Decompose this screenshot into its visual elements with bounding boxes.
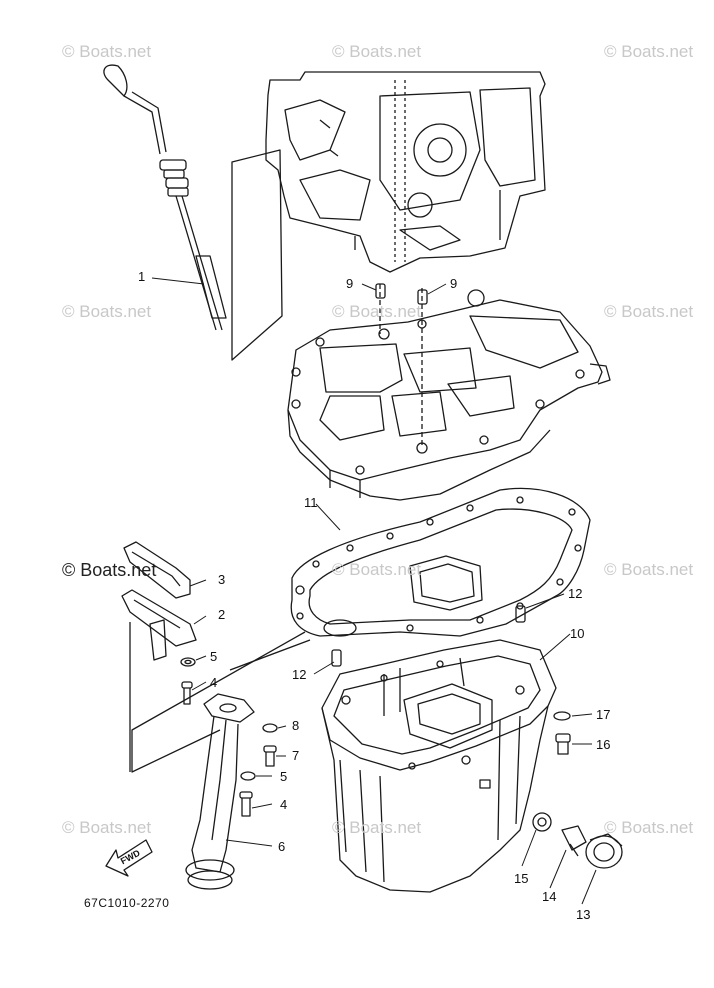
callout-15: 15	[514, 871, 529, 886]
watermark: © Boats.net	[604, 302, 694, 321]
watermark: © Boats.net	[604, 42, 694, 61]
callout-5: 5	[280, 769, 288, 784]
callout-17: 17	[596, 707, 611, 722]
leader-lines	[129, 149, 423, 773]
oil-strainer	[185, 693, 255, 890]
watermark: © Boats.net	[332, 560, 422, 579]
watermark: © Boats.net	[62, 302, 152, 321]
watermark: © Boats.net	[332, 818, 422, 837]
engine-block	[265, 71, 546, 273]
callout-10: 10	[570, 626, 585, 641]
callout-4: 4	[280, 797, 288, 812]
watermark: © Boats.net	[332, 302, 422, 321]
callout-2: 2	[218, 607, 226, 622]
callout-1: 1	[138, 269, 146, 284]
dowels-12	[331, 605, 526, 667]
callout-13: 13	[576, 907, 591, 922]
callout-9: 9	[346, 276, 354, 291]
dowel-pins	[375, 283, 428, 305]
oil-pan	[321, 639, 557, 893]
part-code: 67C1010-2270	[84, 896, 170, 910]
callout-3: 3	[218, 572, 226, 587]
callout-5: 5	[210, 649, 218, 664]
watermark: © Boats.net	[604, 560, 694, 579]
callout-14: 14	[542, 889, 557, 904]
callout-9: 9	[450, 276, 458, 291]
watermark: © Boats.net	[62, 818, 152, 837]
strainer-gaskets	[121, 541, 197, 661]
watermark: © Boats.net	[62, 42, 152, 61]
gasket	[290, 487, 591, 637]
callout-11: 11	[304, 495, 318, 510]
watermark: © Boats.net	[604, 818, 694, 837]
callout-4: 4	[210, 675, 218, 690]
callout-8: 8	[292, 718, 300, 733]
watermark-main: © Boats.net	[62, 560, 157, 580]
dipstick	[103, 64, 227, 331]
fwd-arrow-icon	[105, 839, 153, 877]
callout-7: 7	[292, 748, 300, 763]
callout-leaders	[151, 277, 597, 905]
callout-12: 12	[292, 667, 307, 682]
callout-12: 12	[568, 586, 583, 601]
upper-casing	[287, 289, 611, 501]
callout-16: 16	[596, 737, 611, 752]
fasteners	[180, 657, 623, 869]
callout-6: 6	[278, 839, 286, 854]
watermark: © Boats.net	[332, 42, 422, 61]
